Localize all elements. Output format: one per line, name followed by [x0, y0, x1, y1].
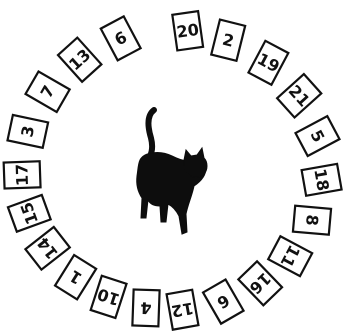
card-number: 20	[175, 20, 200, 42]
card-number: 8	[302, 214, 322, 227]
card-number: 17	[12, 163, 32, 186]
number-card: 20	[172, 11, 203, 50]
card-number: 18	[310, 167, 333, 192]
number-card: 8	[293, 206, 331, 235]
number-card: 12	[167, 290, 199, 330]
number-card: 4	[132, 289, 159, 326]
card-number: 4	[140, 298, 152, 317]
card-number: 12	[170, 298, 195, 321]
number-card: 18	[302, 164, 342, 196]
number-card: 17	[4, 161, 41, 188]
